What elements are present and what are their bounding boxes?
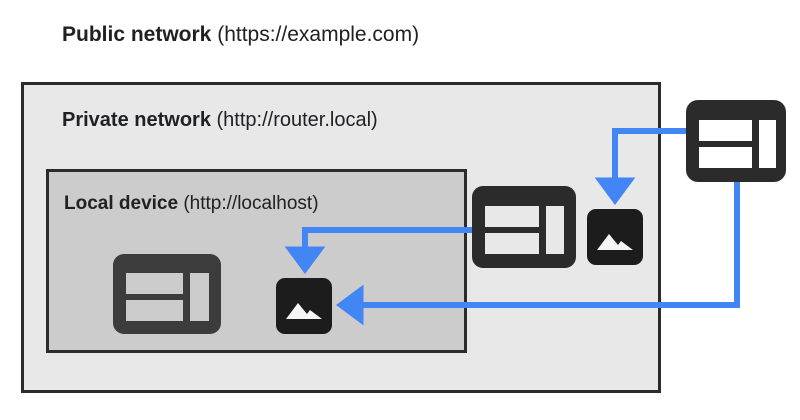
local-device-label: Local device (http://localhost) bbox=[64, 194, 319, 213]
private-network-label: Private network (http://router.local) bbox=[62, 110, 378, 130]
private-network-name: Private network bbox=[62, 109, 211, 131]
local-device-name: Local device bbox=[64, 193, 179, 214]
image-resource-icon[interactable] bbox=[276, 278, 332, 334]
image-resource-icon[interactable] bbox=[587, 209, 643, 265]
local-device-url: (http://localhost) bbox=[183, 193, 319, 214]
public-network-label: Public network (https://example.com) bbox=[62, 24, 419, 45]
browser-window-icon[interactable] bbox=[686, 100, 786, 182]
public-network-name: Public network bbox=[62, 23, 212, 46]
private-network-url: (http://router.local) bbox=[216, 109, 378, 131]
browser-window-icon[interactable] bbox=[113, 254, 221, 334]
public-network-url: (https://example.com) bbox=[217, 23, 420, 46]
browser-window-icon[interactable] bbox=[472, 186, 576, 268]
